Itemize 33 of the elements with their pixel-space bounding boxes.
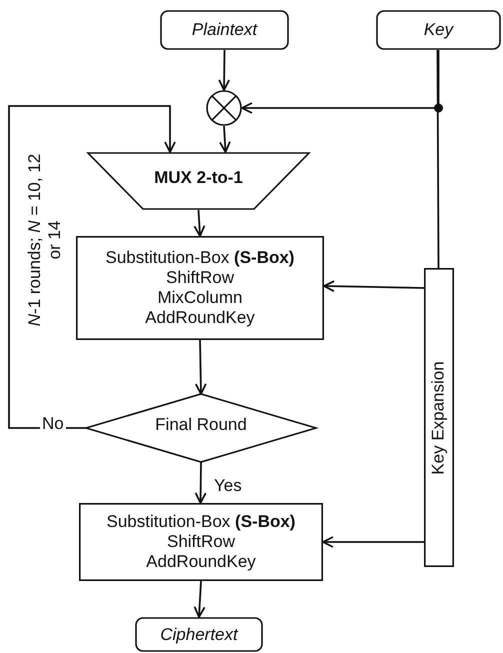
process-box (424, 268, 454, 567)
node-text: Key (424, 20, 454, 40)
multiplexer-trapezoid (88, 152, 309, 210)
xor-circle (206, 90, 242, 126)
node-text: Key Expansion (429, 360, 449, 474)
process-box (79, 503, 323, 581)
arrow (194, 580, 206, 618)
connector-line (436, 50, 440, 268)
node-text: Ciphertext (160, 624, 238, 644)
node-text: MUX 2-to-1 (154, 168, 243, 188)
node-text: Substitution-Box (S-Box) (106, 512, 296, 532)
terminal-box (160, 10, 289, 50)
arrow (219, 126, 231, 153)
arrow (8, 105, 176, 429)
arrow (194, 462, 207, 504)
node-text: ShiftRow (166, 532, 236, 552)
node-text: Substitution-Box (S-Box) (106, 248, 294, 268)
arrow (241, 50, 440, 114)
arrow (194, 210, 206, 237)
terminal-box (135, 617, 263, 652)
process-box (76, 236, 324, 340)
node-text: MixColumn (157, 288, 243, 308)
arrow (323, 280, 424, 292)
node-text: Final Round (155, 415, 247, 435)
node-text: ShiftRow (166, 268, 234, 288)
arrow (218, 50, 230, 91)
node-text: AddRoundKey (146, 552, 256, 572)
node-text: AddRoundKey (145, 308, 255, 328)
node-text: Plaintext (192, 20, 258, 40)
arrow (322, 536, 424, 548)
terminal-box (376, 10, 501, 50)
arrow (194, 340, 207, 395)
decision-diamond (86, 394, 316, 462)
